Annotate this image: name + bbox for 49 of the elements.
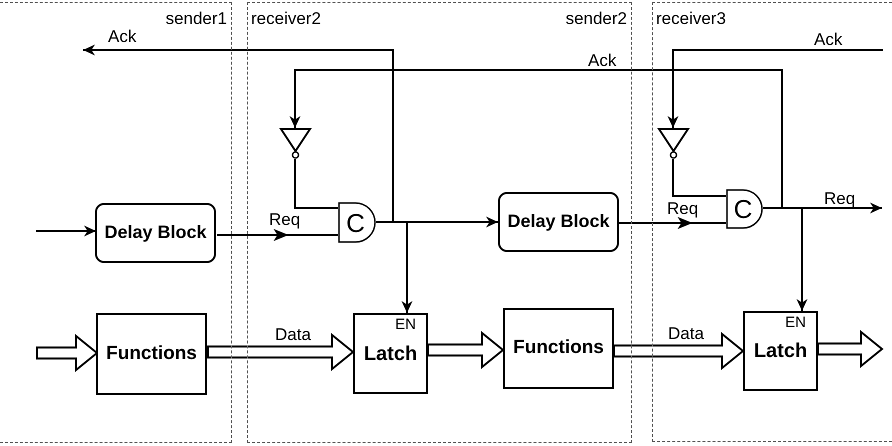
- gate-label: C: [346, 210, 365, 236]
- edge-label: Ack: [814, 31, 842, 48]
- pin-label: EN: [395, 317, 416, 332]
- edge-label: Ack: [108, 28, 136, 45]
- block-label: Functions: [106, 344, 197, 364]
- block-label: Latch: [754, 340, 808, 362]
- block-label: Latch: [364, 342, 418, 364]
- stage-region: [247, 2, 632, 443]
- inverter-symbol: [658, 128, 689, 159]
- inverter-symbol: [280, 128, 311, 159]
- edge-label: Req: [667, 200, 698, 217]
- wire: [672, 159, 726, 197]
- edge-label: Data: [275, 326, 311, 343]
- arrow: [618, 218, 727, 230]
- function-block: [503, 308, 614, 389]
- edge-label: Ack: [588, 52, 616, 69]
- wire: [294, 159, 338, 209]
- latch-block: [743, 311, 818, 391]
- arrow: [83, 44, 394, 223]
- delay-block: [95, 203, 216, 263]
- edge-label: Req: [269, 211, 300, 228]
- arrow: [763, 207, 808, 311]
- block-arrow: [36, 334, 99, 372]
- arrow: [668, 49, 883, 128]
- gate-label: C: [734, 196, 752, 222]
- delay-block: [498, 192, 619, 252]
- stage-label: sender2: [566, 10, 627, 27]
- pin-label: EN: [785, 315, 806, 330]
- edge-label: Data: [668, 325, 704, 342]
- edge-label: Req: [824, 190, 856, 207]
- stage-label: receiver2: [251, 10, 321, 27]
- arrow: [36, 226, 96, 236]
- block-label: Delay Block: [507, 212, 610, 232]
- arrow: [216, 230, 339, 242]
- block-label: Delay Block: [104, 223, 207, 243]
- c-element-gate: [726, 189, 763, 229]
- stage-region: [0, 2, 232, 443]
- block-arrow: [613, 332, 745, 370]
- arrow: [290, 69, 783, 209]
- block-label: Functions: [513, 338, 604, 359]
- block-arrow: [207, 332, 355, 372]
- block-arrow: [817, 330, 884, 368]
- block-arrow: [427, 330, 505, 370]
- function-block: [96, 313, 207, 395]
- c-element-gate: [338, 202, 376, 243]
- stage-label: sender1: [166, 10, 227, 27]
- stage-label: receiver3: [656, 10, 726, 27]
- latch-block: [353, 313, 428, 394]
- stage-region: [652, 2, 892, 442]
